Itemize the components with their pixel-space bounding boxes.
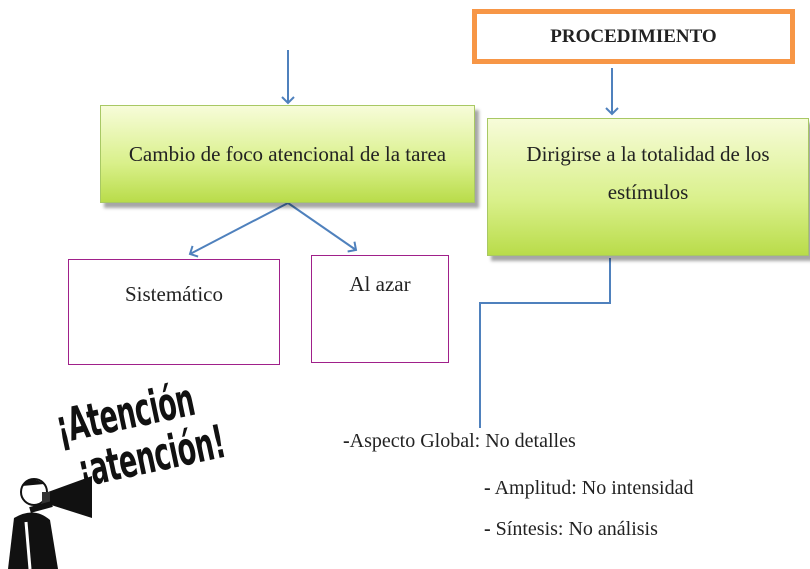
bullet-dash: - (484, 477, 491, 499)
left-concept-box: Cambio de foco atencional de la tarea (100, 105, 475, 203)
atencion-logo: ¡Atención ¡atención! (0, 370, 290, 569)
bullet-dash: - (343, 430, 350, 452)
option-sistematico-label: Sistemático (125, 282, 223, 306)
bullet-text: Síntesis: No análisis (490, 518, 658, 540)
option-al-azar-label: Al azar (349, 272, 411, 296)
bullet-sintesis: - Síntesis: No análisis (484, 518, 658, 541)
bullet-aspecto-global: -Aspecto Global: No detalles (343, 430, 576, 453)
bullet-amplitud: - Amplitud: No intensidad (484, 477, 693, 500)
left-concept-text: Cambio de foco atencional de la tarea (128, 142, 447, 166)
bullet-text: Amplitud: No intensidad (490, 477, 694, 499)
procedimiento-label: PROCEDIMIENTO (550, 25, 717, 47)
megaphone-person-icon (8, 476, 92, 569)
bullet-dash: - (484, 518, 491, 540)
right-concept-box: Dirigirse a la totalidad de los estímulo… (487, 118, 809, 256)
option-sistematico-box: Sistemático (68, 259, 280, 365)
option-al-azar-box: Al azar (311, 255, 449, 363)
arrow-to-sistematico (188, 202, 289, 258)
bullet-text: Aspecto Global: No detalles (349, 430, 576, 452)
arrow-to-al-azar (287, 202, 358, 253)
procedimiento-box: PROCEDIMIENTO (472, 9, 795, 64)
connector-right-box-to-bullets (479, 258, 611, 428)
right-concept-text: Dirigirse a la totalidad de los estímulo… (526, 142, 770, 204)
